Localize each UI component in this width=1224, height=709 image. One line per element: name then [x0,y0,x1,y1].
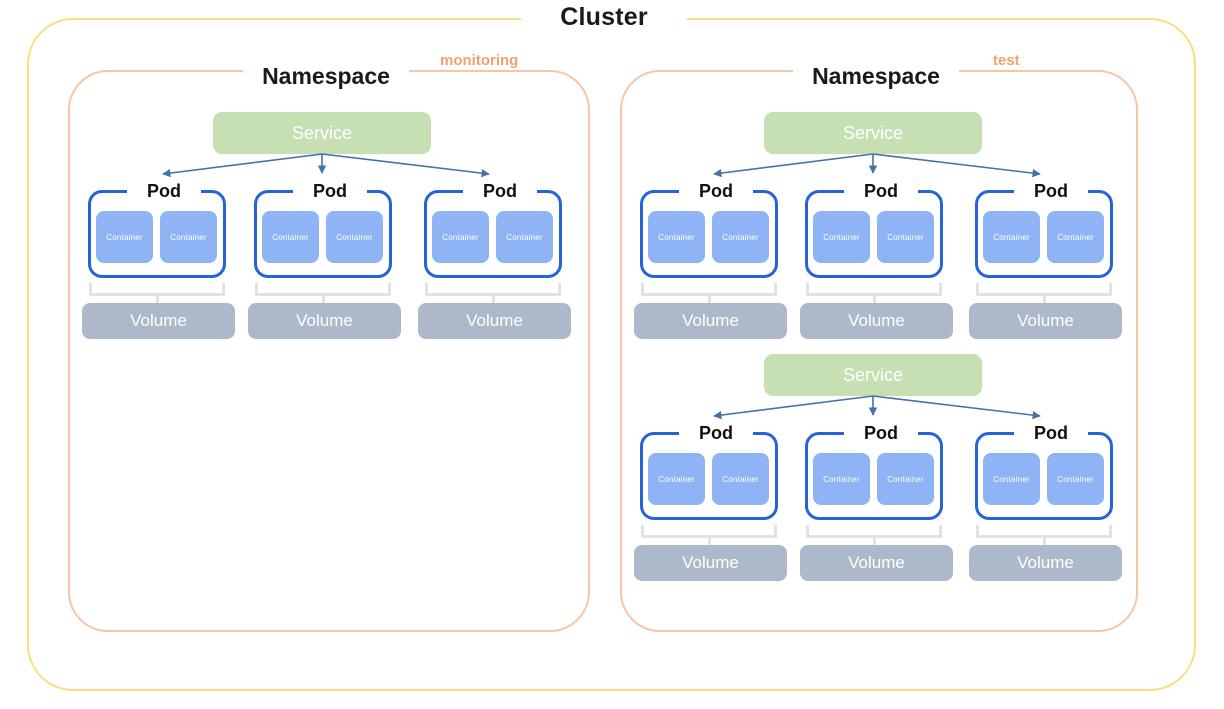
pod-volume-bracket-monitoring-2 [255,283,391,296]
pod-test-1-3-label: Pod [1014,181,1088,201]
container-test-1-2-2[interactable]: Container [877,211,934,263]
volume-monitoring-1[interactable]: Volume [82,303,235,339]
container-monitoring-3-1[interactable]: Container [432,211,489,263]
pod-monitoring-1-label: Pod [127,181,201,201]
volume-test-2-2[interactable]: Volume [800,545,953,581]
pod-test-2-2-label: Pod [844,423,918,443]
container-test-1-2-1[interactable]: Container [813,211,870,263]
pod-volume-bracket-test-2-2 [806,525,942,538]
volume-monitoring-3[interactable]: Volume [418,303,571,339]
volume-test-1-1[interactable]: Volume [634,303,787,339]
namespace-monitoring-boundary [68,70,590,632]
namespace-monitoring-title: Namespace [243,61,409,91]
pod-monitoring-2-label: Pod [293,181,367,201]
pod-test-2-3-label: Pod [1014,423,1088,443]
container-test-1-1-1[interactable]: Container [648,211,705,263]
container-monitoring-1-1[interactable]: Container [96,211,153,263]
pod-volume-stem-test-2-3 [1043,538,1046,547]
container-test-1-1-2[interactable]: Container [712,211,769,263]
pod-volume-stem-test-1-2 [873,296,876,305]
namespace-test-tag: test [993,52,1020,70]
pod-volume-stem-monitoring-2 [322,296,325,305]
pod-volume-stem-test-1-3 [1043,296,1046,305]
namespace-monitoring-tag: monitoring [440,52,519,70]
pod-volume-bracket-test-2-1 [641,525,777,538]
container-test-2-3-1[interactable]: Container [983,453,1040,505]
container-test-2-1-1[interactable]: Container [648,453,705,505]
pod-volume-bracket-test-1-1 [641,283,777,296]
pod-test-1-2-label: Pod [844,181,918,201]
pod-monitoring-3-label: Pod [463,181,537,201]
container-test-2-3-2[interactable]: Container [1047,453,1104,505]
service-test-2[interactable]: Service [764,354,982,396]
pod-test-2-1-label: Pod [679,423,753,443]
pod-volume-stem-monitoring-1 [156,296,159,305]
namespace-test-title: Namespace [793,61,959,91]
container-test-2-1-2[interactable]: Container [712,453,769,505]
pod-volume-bracket-monitoring-3 [425,283,561,296]
pod-volume-bracket-monitoring-1 [89,283,225,296]
container-test-2-2-2[interactable]: Container [877,453,934,505]
container-test-1-3-1[interactable]: Container [983,211,1040,263]
container-monitoring-3-2[interactable]: Container [496,211,553,263]
pod-volume-bracket-test-2-3 [976,525,1112,538]
volume-monitoring-2[interactable]: Volume [248,303,401,339]
cluster-title: Cluster [521,1,687,33]
pod-test-1-1-label: Pod [679,181,753,201]
pod-volume-stem-test-2-2 [873,538,876,547]
pod-volume-stem-test-1-1 [708,296,711,305]
volume-test-2-3[interactable]: Volume [969,545,1122,581]
container-monitoring-2-1[interactable]: Container [262,211,319,263]
volume-test-1-2[interactable]: Volume [800,303,953,339]
container-test-1-3-2[interactable]: Container [1047,211,1104,263]
service-test-1[interactable]: Service [764,112,982,154]
container-monitoring-1-2[interactable]: Container [160,211,217,263]
pod-volume-stem-test-2-1 [708,538,711,547]
container-monitoring-2-2[interactable]: Container [326,211,383,263]
service-monitoring-1[interactable]: Service [213,112,431,154]
container-test-2-2-1[interactable]: Container [813,453,870,505]
volume-test-2-1[interactable]: Volume [634,545,787,581]
pod-volume-bracket-test-1-3 [976,283,1112,296]
pod-volume-bracket-test-1-2 [806,283,942,296]
pod-volume-stem-monitoring-3 [492,296,495,305]
volume-test-1-3[interactable]: Volume [969,303,1122,339]
